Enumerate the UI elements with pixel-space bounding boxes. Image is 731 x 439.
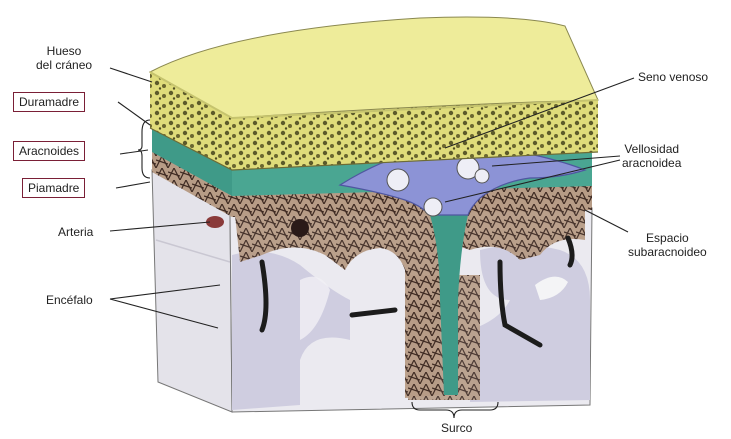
label-espacio-line1: Espacio <box>628 231 707 245</box>
label-surco: Surco <box>441 421 472 435</box>
label-encefalo: Encéfalo <box>46 293 93 307</box>
label-seno-venoso: Seno venoso <box>638 70 708 84</box>
label-hueso-craneo: Hueso del cráneo <box>36 44 92 72</box>
artery-vessel <box>291 219 309 237</box>
label-duramadre: Duramadre <box>13 92 85 112</box>
label-piamadre: Piamadre <box>22 178 85 198</box>
brain-right-face <box>230 208 592 412</box>
label-arteria: Arteria <box>58 225 93 239</box>
label-vellosidad-line1: Vellosidad <box>622 142 681 156</box>
label-espacio: Espacio subaracnoideo <box>628 231 707 259</box>
label-hueso-line1: Hueso <box>36 44 92 58</box>
label-vellosidad-line2: aracnoidea <box>622 156 681 170</box>
label-vellosidad: Vellosidad aracnoidea <box>622 142 681 170</box>
label-aracnoides: Aracnoides <box>13 141 85 161</box>
label-hueso-line2: del cráneo <box>36 58 92 72</box>
label-espacio-line2: subaracnoideo <box>628 245 707 259</box>
skull-bone <box>150 17 598 170</box>
